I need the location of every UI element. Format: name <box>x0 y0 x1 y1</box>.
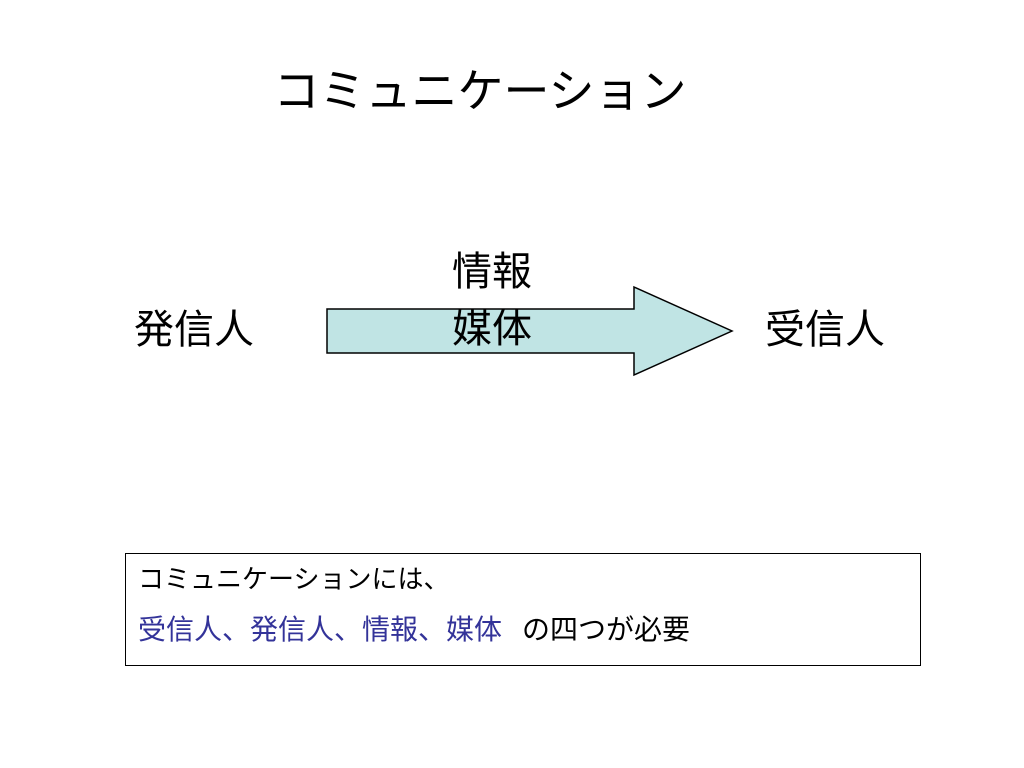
information-label: 情報 <box>452 249 532 295</box>
summary-highlight-text: 受信人、発信人、情報、媒体 <box>138 612 503 646</box>
summary-box: コミュニケーションには、 受信人、発信人、情報、媒体の四つが必要 <box>125 553 921 666</box>
summary-rest-text: の四つが必要 <box>522 612 691 646</box>
summary-intro-text: コミュニケーションには、 <box>138 565 450 595</box>
sender-label: 発信人 <box>134 307 254 353</box>
summary-requirements-line: 受信人、発信人、情報、媒体の四つが必要 <box>138 612 908 648</box>
medium-label: 媒体 <box>452 306 532 352</box>
arrow-shape <box>326 285 734 377</box>
slide-title: コミュニケーション <box>273 64 687 118</box>
receiver-label: 受信人 <box>765 307 885 353</box>
